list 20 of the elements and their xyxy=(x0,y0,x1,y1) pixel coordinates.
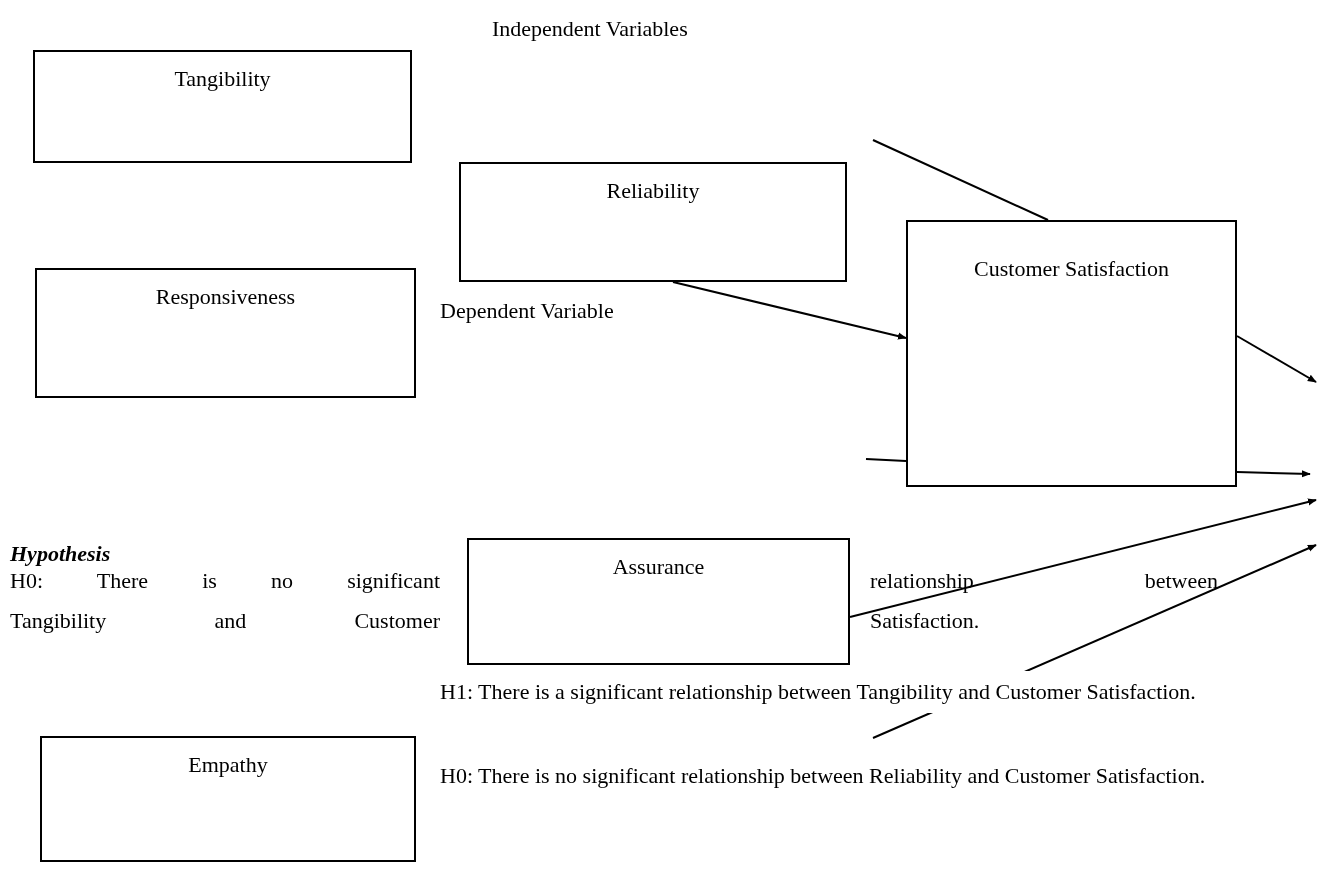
variable-name: Responsiveness xyxy=(154,284,297,311)
heading-label: Dependent Variable xyxy=(440,298,615,325)
arrow xyxy=(849,498,1317,618)
heading-label: Independent Variables xyxy=(492,16,689,43)
arrow xyxy=(1236,470,1311,478)
variable-box xyxy=(40,736,416,862)
connector-line xyxy=(865,458,907,462)
arrow xyxy=(1236,335,1317,383)
section-heading: Hypothesis xyxy=(10,541,112,568)
connector-line xyxy=(872,139,1049,221)
variable-box xyxy=(33,50,412,163)
variable-name: Empathy xyxy=(187,752,269,779)
variable-box xyxy=(906,220,1237,487)
variable-box xyxy=(35,268,416,398)
variable-name: Tangibility xyxy=(173,66,272,93)
variable-box xyxy=(459,162,847,282)
variable-name: Reliability xyxy=(605,178,701,205)
variable-name: Customer Satisfaction xyxy=(973,256,1170,283)
variable-box xyxy=(467,538,850,665)
arrow xyxy=(672,281,907,340)
